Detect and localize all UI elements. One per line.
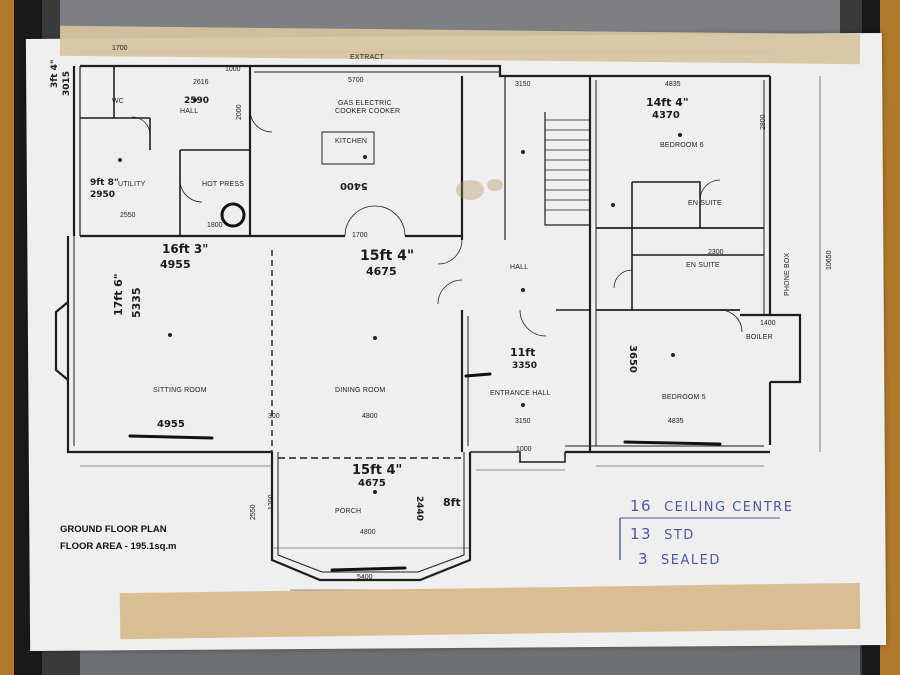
label-entrance-hall: ENTRANCE HALL [490, 390, 551, 397]
dim-10650: 10650 [826, 250, 833, 270]
hw-bed5-mm: 3650 [627, 345, 638, 373]
dim-5400: 5400 [357, 574, 373, 581]
label-phone-box: PHONE BOX [784, 252, 791, 296]
label-utility: UTILITY [118, 181, 146, 188]
hw-sitting-bottom-mm: 4955 [157, 419, 185, 430]
dim-3150a: 3150 [515, 81, 531, 88]
dim-2550b: 2550 [250, 504, 257, 520]
label-en-suite-1: EN SUITE [688, 200, 722, 207]
hw-porch-mm: 4675 [358, 478, 386, 489]
dim-1200: 1200 [268, 494, 275, 510]
dim-4800b: 4800 [360, 529, 376, 536]
label-gas-electric: GAS ELECTRIC [338, 100, 392, 107]
label-hall-top: HALL [180, 108, 199, 115]
hw-utility-ft: 9ft 8" [90, 178, 119, 188]
hw-porch-side-mm: 2440 [414, 496, 424, 522]
hw-entrance-ft: 11ft [510, 346, 536, 359]
plan-floor-area: FLOOR AREA - 195.1sq.m [60, 541, 177, 552]
dim-1800: 1800 [207, 222, 223, 229]
label-en-suite-2: EN SUITE [686, 262, 720, 269]
dim-2550: 2550 [120, 212, 136, 219]
label-dining-room: DINING ROOM [335, 387, 386, 394]
hot-press-cylinder-icon [220, 202, 246, 228]
dim-4835b: 4835 [668, 418, 684, 425]
hw-side-mm: 3015 [62, 70, 72, 96]
dim-2616: 2616 [193, 79, 209, 86]
dim-2000: 2000 [236, 104, 243, 120]
hw-side-ft: 3ft 4" [50, 59, 60, 88]
label-kitchen: KITCHEN [335, 138, 368, 145]
hw-sitting-side-mm: 5335 [130, 287, 143, 318]
hw-porch-ft: 15ft 4" [352, 463, 403, 478]
dim-1700: 1700 [112, 45, 128, 52]
note-count: 3 [638, 550, 650, 568]
label-cooker: COOKER COOKER [335, 108, 401, 115]
label-hot-press: HOT PRESS [202, 181, 245, 188]
label-extract: EXTRACT [350, 54, 385, 61]
dim-1400: 1400 [760, 320, 776, 327]
dim-2800: 2800 [760, 114, 767, 130]
dim-300: 300 [268, 413, 280, 420]
note-ceiling-centre: 16 CEILING CENTRE [630, 497, 793, 515]
label-hall: HALL [510, 264, 529, 271]
dim-4835a: 4835 [665, 81, 681, 88]
hw-hall-top-mm: 2590 [184, 96, 210, 106]
note-text: CEILING CENTRE [664, 500, 794, 515]
hw-porch-side: 8ft [443, 496, 461, 509]
note-text: SEALED [661, 553, 721, 568]
hw-utility-mm: 2950 [90, 190, 116, 200]
dim-4800a: 4800 [362, 413, 378, 420]
hw-sitting-side-ft: 17ft 6" [112, 273, 125, 316]
hw-sitting-ft: 16ft 3" [162, 242, 209, 256]
label-bedroom-6: BEDROOM 6 [660, 142, 704, 149]
dim-1000a: 1000 [225, 66, 241, 73]
plan-title-block: GROUND FLOOR PLAN FLOOR AREA - 195.1sq.m [60, 521, 177, 555]
hw-dining-ft: 15ft 4" [360, 248, 415, 264]
hw-dining-mm: 4675 [366, 265, 397, 278]
label-boiler: BOILER [746, 334, 773, 341]
note-sealed: 3 SEALED [638, 550, 721, 568]
hw-entrance-mm: 3350 [512, 361, 538, 371]
label-porch: PORCH [335, 508, 362, 515]
dim-5700: 5700 [348, 77, 364, 84]
note-count: 16 [630, 497, 653, 515]
hw-bed6-mm: 4370 [652, 110, 680, 121]
hw-bed6-ft: 14ft 4" [646, 96, 689, 109]
dim-1000b: 1000 [516, 446, 532, 453]
dim-2300: 2300 [708, 249, 724, 256]
note-count: 13 [630, 525, 653, 543]
dim-3150b: 3150 [515, 418, 531, 425]
label-wc: WC [112, 98, 125, 105]
label-sitting-room: SITTING ROOM [153, 387, 207, 394]
note-std: 13 STD [630, 525, 695, 543]
dim-1700b: 1700 [352, 232, 368, 239]
note-text: STD [664, 528, 695, 543]
hw-kitchen-mm: 5400 [340, 180, 368, 191]
hw-sitting-mm: 4955 [160, 258, 191, 271]
label-bedroom-5: BEDROOM 5 [662, 394, 706, 401]
plan-title: GROUND FLOOR PLAN [60, 524, 167, 535]
